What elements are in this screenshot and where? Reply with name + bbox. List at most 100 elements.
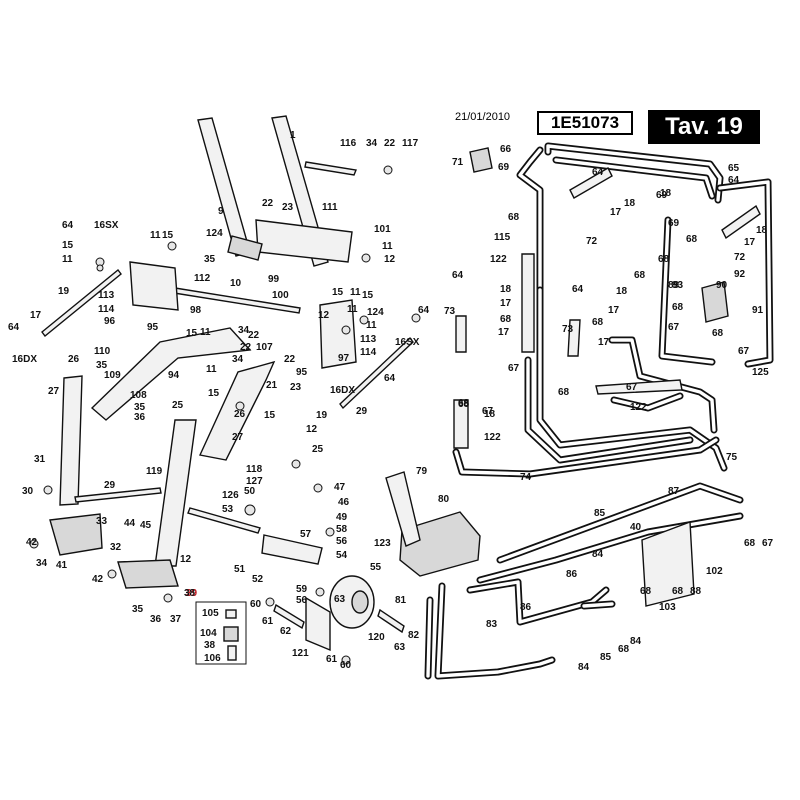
callout-106: 106 (204, 653, 221, 664)
callout-39: 39 (186, 588, 198, 599)
side-plate-left (129, 261, 179, 311)
hydraulic-pipe-inner (436, 584, 554, 678)
callout-68: 68 (592, 317, 604, 328)
hydraulic-piping (385, 142, 774, 680)
callout-60: 60 (250, 599, 262, 610)
lever-79 (385, 471, 421, 547)
callout-15: 15 (332, 287, 344, 298)
callout-15: 15 (362, 290, 374, 301)
callout-62: 62 (280, 626, 292, 637)
upright-27 (59, 375, 83, 506)
callout-34: 34 (238, 325, 250, 336)
callout-99: 99 (268, 274, 280, 285)
callout-127: 127 (246, 476, 263, 487)
callout-26: 26 (68, 354, 80, 365)
callout-45: 45 (140, 520, 152, 531)
callout-67: 67 (482, 406, 494, 417)
callout-18: 18 (660, 188, 672, 199)
hydraulic-pipe-inner (582, 602, 614, 608)
bracket (227, 235, 263, 261)
callout-54: 54 (336, 550, 348, 561)
callout-75: 75 (726, 452, 738, 463)
callout-63: 63 (334, 594, 346, 605)
clip-71 (469, 147, 493, 173)
callout-19: 19 (58, 286, 70, 297)
callout-85: 85 (594, 508, 606, 519)
callout-15: 15 (208, 388, 220, 399)
callout-113: 113 (98, 290, 115, 301)
callout-94: 94 (168, 370, 180, 381)
callout-68: 68 (634, 270, 646, 281)
callout-59: 59 (296, 584, 308, 595)
hydraulic-pipe-inner (498, 484, 742, 562)
callout-38: 38 (204, 640, 216, 651)
hydraulic-pipe-inner (538, 288, 726, 470)
callout-40: 40 (630, 522, 642, 533)
callout-18: 18 (484, 409, 496, 420)
callout-68: 68 (500, 314, 512, 325)
callout-65: 65 (728, 163, 740, 174)
callout-85: 85 (600, 652, 612, 663)
callout-18: 18 (616, 286, 628, 297)
callout-117: 117 (402, 138, 419, 149)
callout-61: 61 (262, 616, 274, 627)
callout-91: 91 (752, 305, 764, 316)
callout-11: 11 (150, 230, 161, 241)
hydraulic-pipe-inner (526, 358, 692, 462)
callout-93: 93 (672, 280, 684, 291)
lift-frame-assembly (29, 115, 421, 665)
callout-68: 68 (672, 586, 684, 597)
callout-69: 69 (498, 162, 510, 173)
callout-72: 72 (734, 252, 746, 263)
callout-16SX: 16SX (395, 337, 420, 348)
callout-15: 15 (162, 230, 174, 241)
callout-35: 35 (134, 402, 146, 413)
callout-35: 35 (132, 604, 144, 615)
callout-29: 29 (104, 480, 116, 491)
callout-119: 119 (146, 466, 163, 477)
bar-31 (74, 487, 162, 503)
callout-11: 11 (366, 320, 377, 331)
callout-15: 15 (264, 410, 276, 421)
callout-122: 122 (484, 432, 501, 443)
callout-10: 10 (230, 278, 242, 289)
callout-22: 22 (384, 138, 396, 149)
callout-33: 33 (96, 516, 108, 527)
callout-73: 73 (562, 324, 574, 335)
callout-26: 26 (234, 409, 246, 420)
callout-23: 23 (290, 382, 302, 393)
rod-19-left (41, 268, 122, 338)
callout-68: 68 (458, 399, 470, 410)
callout-120: 120 (368, 632, 385, 643)
callout-60: 60 (340, 660, 352, 671)
callout-87: 87 (668, 486, 680, 497)
callout-11: 11 (62, 254, 73, 265)
callout-104: 104 (200, 628, 217, 639)
callout-115: 115 (494, 232, 511, 243)
callout-22: 22 (248, 330, 260, 341)
callout-12: 12 (318, 310, 330, 321)
callout-68: 68 (558, 387, 570, 398)
hydraulic-pipe-inner (554, 158, 714, 198)
callout-64: 64 (592, 167, 604, 178)
callout-16DX: 16DX (12, 354, 37, 365)
callout-68: 68 (458, 398, 470, 409)
callout-25: 25 (172, 400, 184, 411)
callout-118: 118 (246, 464, 263, 475)
callout-68: 68 (640, 586, 652, 597)
callout-68: 68 (508, 212, 520, 223)
kit-part-105 (225, 609, 237, 619)
callout-18: 18 (624, 198, 636, 209)
callout-15: 15 (62, 240, 74, 251)
callout-42: 42 (92, 574, 104, 585)
cylinder-73-right (567, 319, 581, 357)
kit-part-104 (223, 626, 239, 642)
callout-82: 82 (408, 630, 420, 641)
callout-100: 100 (272, 290, 289, 301)
callout-50: 50 (244, 486, 256, 497)
callout-17: 17 (30, 310, 42, 321)
callout-81: 81 (395, 595, 407, 606)
hydraulic-pipe-inner (454, 438, 718, 476)
